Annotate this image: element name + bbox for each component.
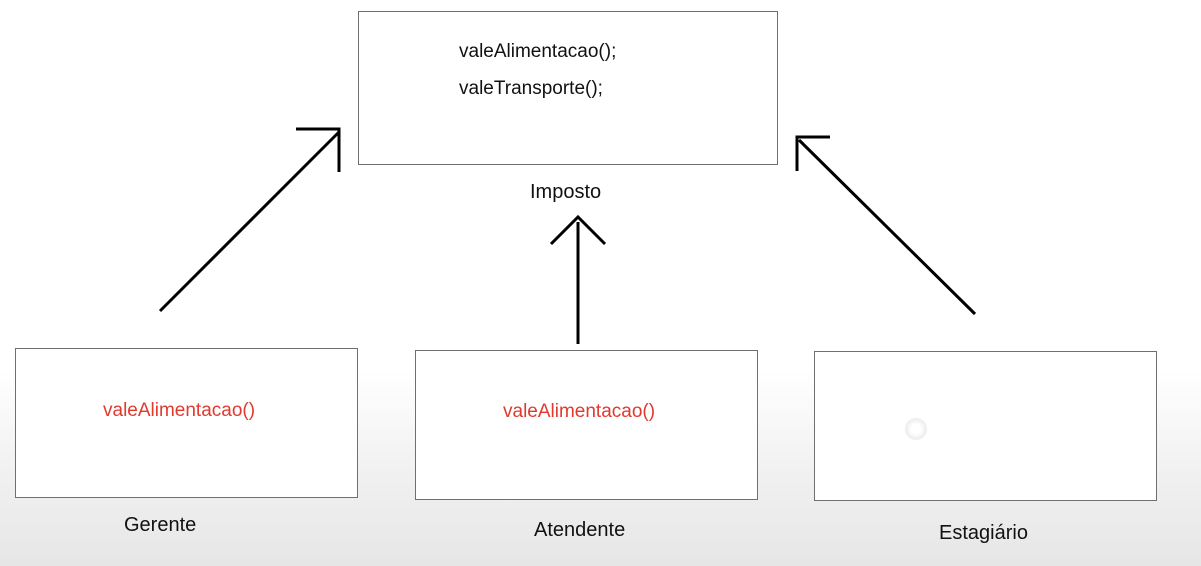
atendente-method-vale-alimentacao: valeAlimentacao() — [503, 401, 656, 422]
atendente-class-box: valeAlimentacao() — [415, 350, 758, 500]
arrow-estagiario-to-imposto — [795, 135, 977, 316]
method-vale-transporte: valeTransporte(); — [459, 78, 603, 99]
gerente-method-vale-alimentacao: valeAlimentacao() — [103, 400, 256, 421]
atendente-label: Atendente — [534, 519, 626, 541]
cursor-spot-icon — [905, 418, 927, 440]
method-vale-alimentacao: valeAlimentacao(); — [459, 41, 617, 62]
estagiario-class-box — [814, 351, 1157, 501]
imposto-class-box: valeAlimentacao(); valeTransporte(); — [358, 11, 778, 165]
imposto-label: Imposto — [530, 181, 602, 203]
arrow-gerente-to-imposto — [158, 127, 341, 313]
gerente-label: Gerente — [124, 514, 197, 536]
estagiario-label: Estagiário — [939, 522, 1028, 544]
arrow-atendente-to-imposto — [549, 214, 607, 344]
gerente-class-box: valeAlimentacao() — [15, 348, 358, 498]
